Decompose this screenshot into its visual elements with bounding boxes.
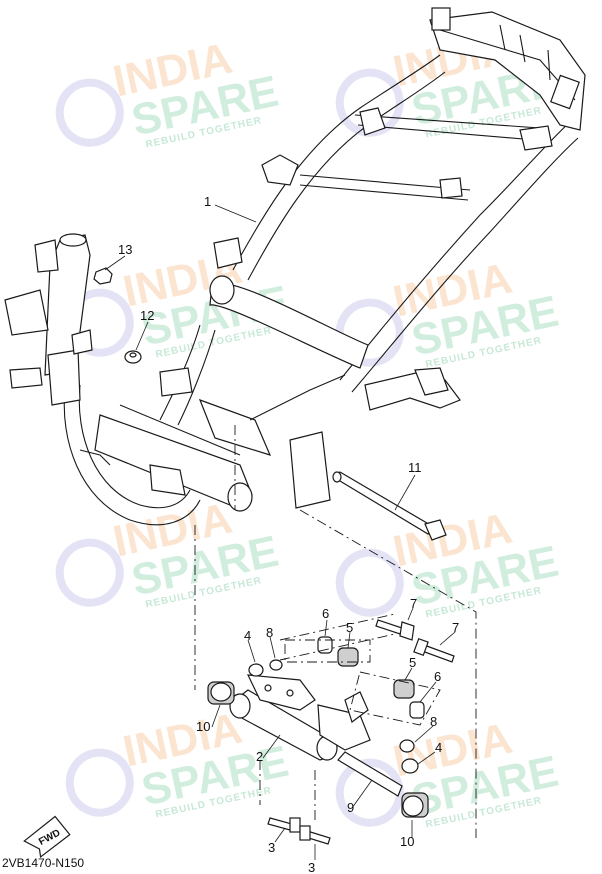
part-8-nut-upper [269,659,283,671]
callout-3-left: 3 [268,840,275,855]
callout-6-upper: 6 [322,606,329,621]
main-frame-part-1 [63,7,586,526]
callout-labels: 1 13 12 11 6 5 7 7 4 8 5 6 10 8 4 2 9 3 … [118,194,459,874]
callout-5-upper: 5 [346,620,353,635]
callout-8-upper: 8 [266,625,273,640]
part-8-nut-lower [399,739,415,753]
wrench-logo-icon [55,538,124,607]
part-5-damper-lower [393,679,415,699]
fwd-arrow-icon: FWD [23,815,71,859]
part-10-bushing-lower [401,792,429,818]
part-3-bolt-left [267,817,301,833]
callout-12: 12 [140,308,154,323]
part-4-washer-upper [248,663,264,677]
diagram-code: 2VB1470-N150 [2,856,85,870]
engine-bracket-part-2 [229,674,371,761]
part-7-bolt-upper [375,619,415,641]
callout-7-lower: 7 [452,620,459,635]
callout-11: 11 [408,460,422,475]
callout-8-lower: 8 [430,714,437,729]
part-13-nut [93,267,113,285]
part-7-bolt-lower [413,637,455,663]
callout-10-upper: 10 [196,719,210,734]
assembly-guide-lines [194,425,477,838]
part-3-bolt-right [299,825,331,845]
wrench-logo-icon [65,748,134,817]
callout-6-lower: 6 [434,669,441,684]
part-4-washer-lower [401,758,419,774]
wrench-logo-icon [335,548,404,617]
part-11-pivot-bolt [332,471,447,541]
callout-13: 13 [118,242,132,257]
callout-3-right: 3 [308,860,315,874]
callout-5-lower: 5 [409,655,416,670]
callout-2: 2 [256,749,263,764]
callout-7-upper: 7 [410,596,417,611]
callout-9: 9 [347,800,354,815]
head-pipe-assembly [4,233,186,496]
part-12-collar [124,350,142,364]
leader-lines [104,204,456,860]
wrench-logo-icon [55,78,124,147]
callout-10-lower: 10 [400,834,414,849]
part-5-damper-upper [337,647,359,667]
wrench-logo-icon [335,68,404,137]
callout-4-lower: 4 [435,740,442,755]
part-6-rubber-lower [409,701,425,719]
callout-4-upper: 4 [244,628,251,643]
part-9-collar [337,751,403,797]
part-10-bushing-upper [207,681,235,705]
callout-1: 1 [204,194,211,209]
